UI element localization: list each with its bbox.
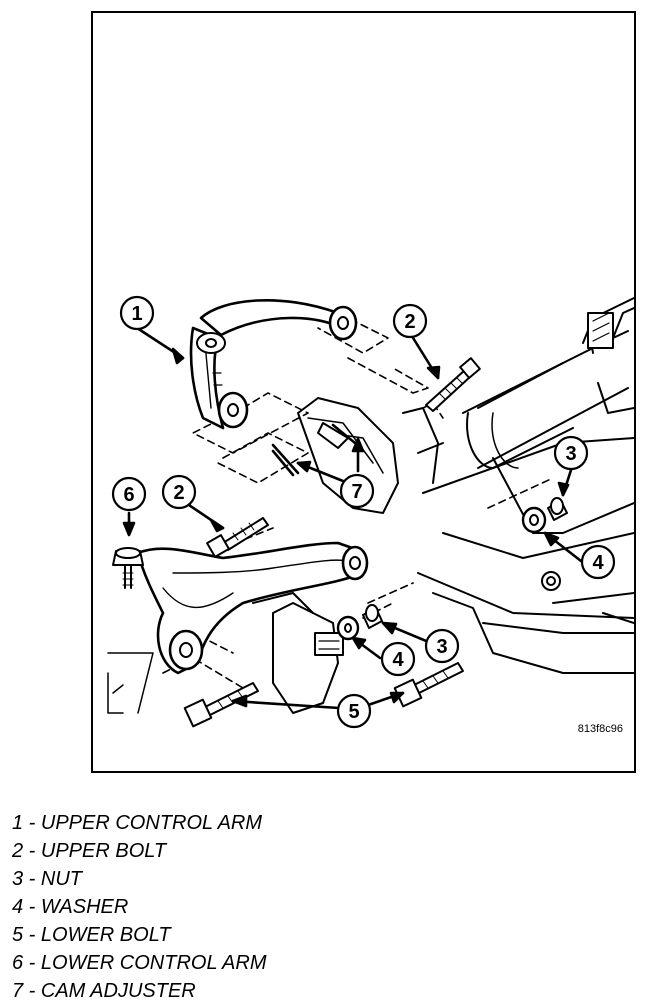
callout-7: 7 bbox=[339, 473, 375, 509]
frame-rail bbox=[462, 297, 634, 469]
legend-item-upper-bolt: 2 - UPPER BOLT bbox=[12, 840, 167, 862]
callout-1: 1 bbox=[119, 295, 155, 331]
callout-3-lower: 3 bbox=[424, 628, 460, 664]
callout-4-right-label: 4 bbox=[592, 552, 604, 574]
callout-5-label: 5 bbox=[348, 701, 359, 723]
washer-lower bbox=[336, 615, 360, 641]
upper-bolt-left bbox=[206, 517, 269, 558]
callout-6-label: 6 bbox=[123, 484, 134, 506]
lower-control-arm bbox=[112, 541, 369, 675]
cam-adjuster bbox=[271, 422, 357, 477]
nut-right bbox=[547, 497, 568, 521]
legend-item-lower-control-arm: 6 - LOWER CONTROL ARM bbox=[12, 952, 267, 974]
callout-2-top-label: 2 bbox=[404, 311, 415, 333]
legend-item-washer: 4 - WASHER bbox=[12, 896, 129, 918]
nut-lower bbox=[362, 604, 383, 629]
washer-right bbox=[521, 506, 547, 534]
lower-arm-bracket bbox=[252, 592, 344, 714]
lower-bolt-left bbox=[183, 682, 259, 728]
crossmember bbox=[107, 437, 634, 714]
leader-arrows bbox=[122, 326, 583, 710]
legend-item-lower-bolt: 5 - LOWER BOLT bbox=[12, 924, 171, 946]
legend-item-upper-control-arm: 1 - UPPER CONTROL ARM bbox=[12, 812, 263, 834]
suspension-diagram: 1 2 3 6 2 7 4 3 4 5 813f8c96 bbox=[91, 11, 636, 773]
lower-bolt-right bbox=[393, 662, 464, 708]
callout-3-right-label: 3 bbox=[565, 443, 576, 465]
callout-4-lower-label: 4 bbox=[392, 649, 404, 671]
callout-4-right: 4 bbox=[580, 544, 616, 580]
upper-bolt-top bbox=[425, 357, 481, 412]
callout-2-top: 2 bbox=[392, 303, 428, 339]
callout-4-lower: 4 bbox=[380, 641, 416, 677]
callout-6: 6 bbox=[111, 476, 147, 512]
callout-5: 5 bbox=[336, 693, 372, 729]
callout-3-right: 3 bbox=[553, 435, 589, 471]
figure-id: 813f8c96 bbox=[578, 723, 623, 735]
callout-2-left-label: 2 bbox=[173, 482, 184, 504]
legend-item-cam-adjuster: 7 - CAM ADJUSTER bbox=[12, 980, 196, 1002]
callout-2-left: 2 bbox=[161, 474, 197, 510]
upper-control-arm bbox=[189, 299, 358, 430]
callout-3-lower-label: 3 bbox=[436, 636, 447, 658]
legend-item-nut: 3 - NUT bbox=[12, 868, 82, 890]
callout-1-label: 1 bbox=[131, 303, 142, 325]
callout-7-label: 7 bbox=[351, 481, 362, 503]
